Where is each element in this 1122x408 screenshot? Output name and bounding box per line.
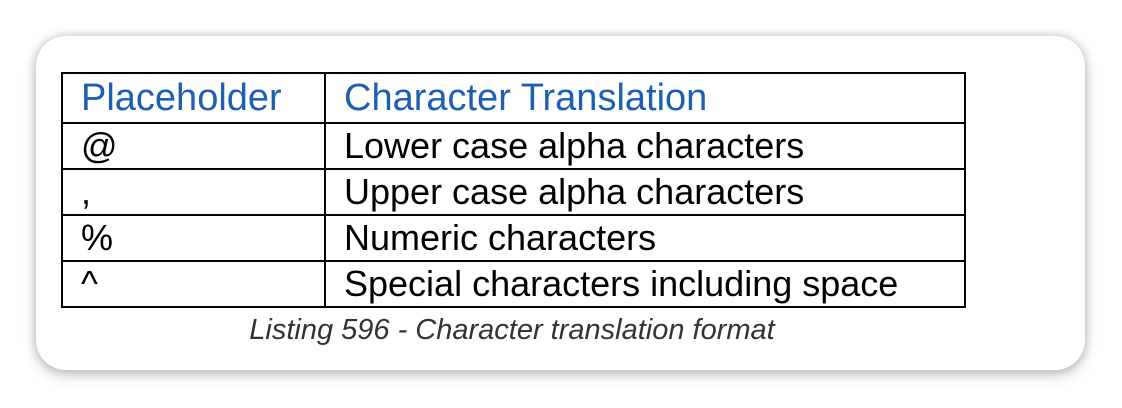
- table-header-row: Placeholder Character Translation: [61, 72, 966, 124]
- translation-cell: Special characters including space: [324, 260, 966, 308]
- placeholder-cell: %: [61, 214, 326, 262]
- character-translation-table: Placeholder Character Translation @ Lowe…: [61, 72, 966, 308]
- header-character-translation: Character Translation: [324, 72, 966, 124]
- translation-cell: Lower case alpha characters: [324, 122, 966, 170]
- table-row: % Numeric characters: [61, 214, 966, 262]
- table-row: , Upper case alpha characters: [61, 168, 966, 216]
- placeholder-cell: @: [61, 122, 326, 170]
- placeholder-cell: ^: [61, 260, 326, 308]
- listing-caption: Listing 596 - Character translation form…: [249, 314, 775, 346]
- translation-cell: Upper case alpha characters: [324, 168, 966, 216]
- table-row: @ Lower case alpha characters: [61, 122, 966, 170]
- placeholder-cell: ,: [61, 168, 326, 216]
- header-placeholder: Placeholder: [61, 72, 326, 124]
- translation-cell: Numeric characters: [324, 214, 966, 262]
- table-row: ^ Special characters including space: [61, 260, 966, 308]
